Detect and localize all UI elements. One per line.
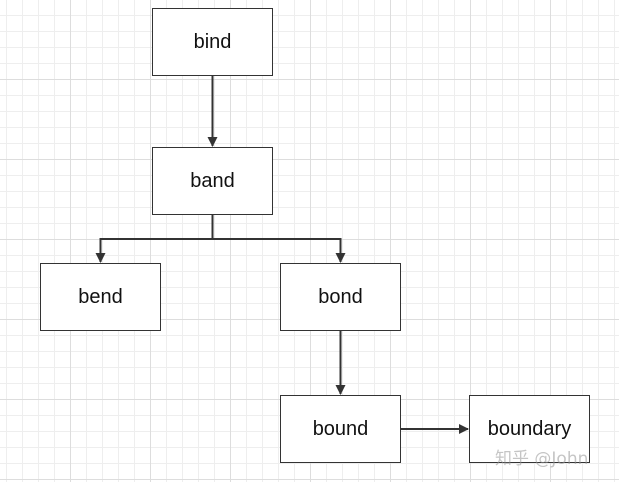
node-bend-label: bend (78, 285, 123, 308)
node-bond[interactable]: bond (280, 263, 401, 331)
node-bind[interactable]: bind (152, 8, 273, 76)
node-band[interactable]: band (152, 147, 273, 215)
node-band-label: band (190, 169, 235, 192)
edge-band-to-bend (95, 215, 214, 263)
node-boundary-label: boundary (487, 417, 572, 440)
node-bound[interactable]: bound (280, 395, 401, 463)
node-bond-label: bond (318, 285, 363, 308)
edge-band-to-bond (212, 238, 346, 263)
node-bind-label: bind (193, 30, 232, 53)
node-bound-label: bound (312, 417, 369, 440)
watermark: 知乎 @John (495, 449, 589, 469)
node-bend[interactable]: bend (40, 263, 161, 331)
node-boundary[interactable]: boundary (469, 395, 590, 463)
